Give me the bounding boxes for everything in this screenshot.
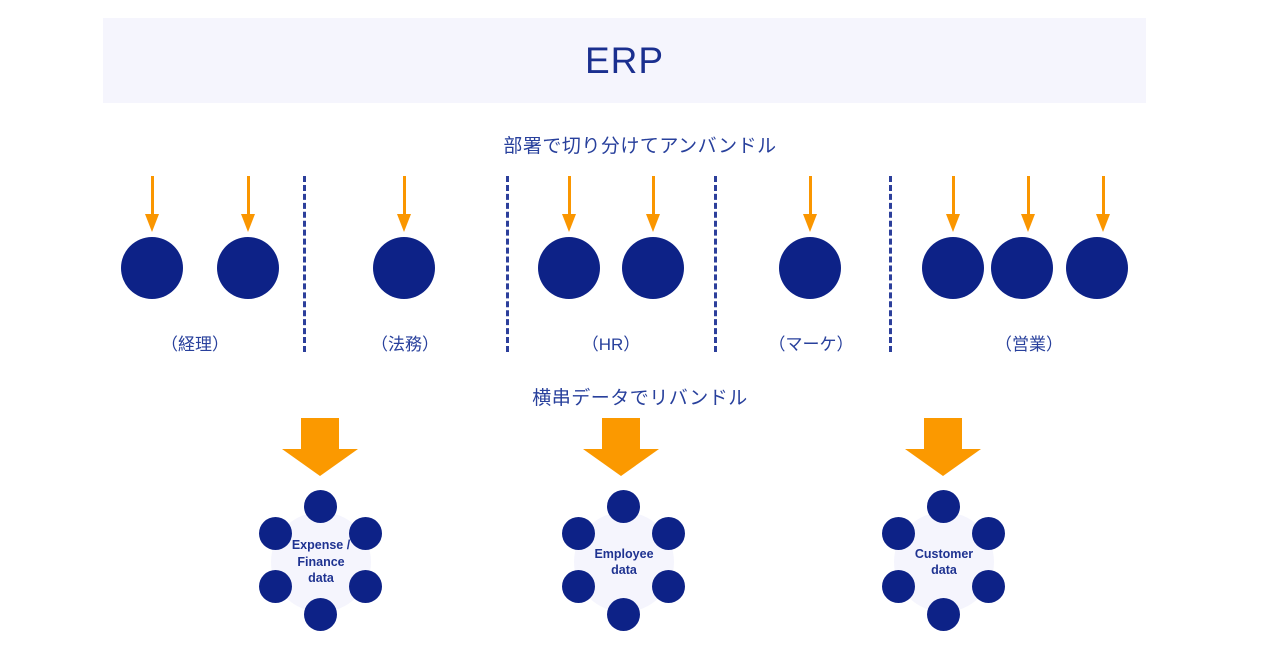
cluster-node-circle — [562, 570, 595, 603]
department-label: （HR） — [581, 335, 641, 354]
arrow-stem — [602, 418, 640, 450]
arrow-head — [241, 214, 255, 232]
cluster-node-circle — [349, 517, 382, 550]
rebundle-down-arrow-icon — [583, 418, 659, 476]
cluster-node-circle — [607, 490, 640, 523]
arrow-tip — [282, 449, 358, 476]
arrow-head — [803, 214, 817, 232]
unbundle-section-caption: 部署で切り分けてアンバンドル — [503, 136, 777, 157]
arrow-shaft — [1026, 176, 1030, 217]
department-node-circle — [1066, 237, 1128, 299]
rebundle-section-caption: 横串データでリバンドル — [532, 388, 748, 409]
cluster-node-circle — [652, 517, 685, 550]
department-divider-2 — [506, 176, 509, 352]
arrow-head — [562, 214, 576, 232]
down-arrow-icon — [1021, 176, 1035, 232]
department-label: （営業） — [995, 335, 1063, 354]
cluster-node-circle — [607, 598, 640, 631]
down-arrow-icon — [241, 176, 255, 232]
cluster-node-circle — [349, 570, 382, 603]
arrow-tip — [905, 449, 981, 476]
department-node-circle — [217, 237, 279, 299]
department-divider-4 — [889, 176, 892, 352]
department-node-circle — [121, 237, 183, 299]
erp-header-banner: ERP — [103, 18, 1146, 103]
department-node-circle — [922, 237, 984, 299]
arrow-head — [145, 214, 159, 232]
rebundle-down-arrow-icon — [905, 418, 981, 476]
arrow-head — [946, 214, 960, 232]
arrow-shaft — [246, 176, 250, 217]
arrow-shaft — [567, 176, 571, 217]
arrow-head — [646, 214, 660, 232]
arrow-shaft — [1101, 176, 1105, 217]
down-arrow-icon — [1096, 176, 1110, 232]
data-cluster: Customer data — [864, 490, 1024, 635]
cluster-node-circle — [304, 598, 337, 631]
down-arrow-icon — [946, 176, 960, 232]
arrow-shaft — [402, 176, 406, 217]
data-cluster: Employee data — [544, 490, 704, 635]
department-node-circle — [991, 237, 1053, 299]
cluster-label: Employee data — [594, 546, 654, 578]
department-label: （経理） — [161, 335, 229, 354]
cluster-node-circle — [259, 517, 292, 550]
data-cluster: Expense / Finance data — [241, 490, 401, 635]
arrow-stem — [924, 418, 962, 450]
department-node-circle — [622, 237, 684, 299]
department-label: （法務） — [371, 335, 439, 354]
department-label: （マーケ） — [768, 335, 854, 354]
arrow-shaft — [951, 176, 955, 217]
department-node-circle — [373, 237, 435, 299]
arrow-head — [1021, 214, 1035, 232]
down-arrow-icon — [803, 176, 817, 232]
department-node-circle — [538, 237, 600, 299]
cluster-node-circle — [562, 517, 595, 550]
arrow-shaft — [808, 176, 812, 217]
arrow-stem — [301, 418, 339, 450]
down-arrow-icon — [397, 176, 411, 232]
department-divider-1 — [303, 176, 306, 352]
arrow-shaft — [150, 176, 154, 217]
page-title: ERP — [584, 40, 665, 81]
cluster-node-circle — [259, 570, 292, 603]
cluster-node-circle — [972, 570, 1005, 603]
arrow-shaft — [651, 176, 655, 217]
cluster-label: Customer data — [914, 546, 974, 578]
cluster-node-circle — [972, 517, 1005, 550]
arrow-head — [397, 214, 411, 232]
cluster-node-circle — [882, 517, 915, 550]
department-divider-3 — [714, 176, 717, 352]
cluster-node-circle — [882, 570, 915, 603]
arrow-head — [1096, 214, 1110, 232]
department-node-circle — [779, 237, 841, 299]
down-arrow-icon — [145, 176, 159, 232]
cluster-node-circle — [652, 570, 685, 603]
cluster-node-circle — [304, 490, 337, 523]
down-arrow-icon — [646, 176, 660, 232]
cluster-node-circle — [927, 490, 960, 523]
rebundle-down-arrow-icon — [282, 418, 358, 476]
arrow-tip — [583, 449, 659, 476]
cluster-node-circle — [927, 598, 960, 631]
cluster-label: Expense / Finance data — [291, 538, 351, 586]
down-arrow-icon — [562, 176, 576, 232]
